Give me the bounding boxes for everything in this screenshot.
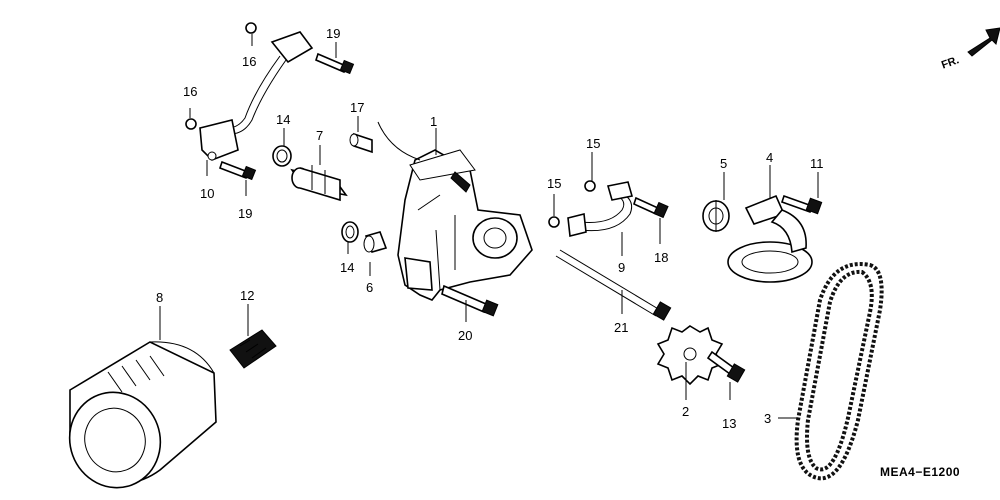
drawing-code: MEA4−E1200: [880, 465, 960, 479]
filter-stud-part[interactable]: [229, 329, 277, 369]
front-marker-label: FR.: [940, 54, 961, 71]
callout-15a: 15: [586, 136, 600, 151]
callout-13: 13: [722, 416, 736, 431]
callout-15b: 15: [547, 176, 561, 191]
callout-5: 5: [720, 156, 727, 171]
oil-strainer-part[interactable]: [727, 194, 813, 283]
callout-labels: 1 2 3 4 5 6 7 8 9 10 11 12 13 14 14 15 1…: [156, 26, 824, 431]
collar-part[interactable]: [363, 231, 388, 253]
callout-6: 6: [366, 280, 373, 295]
bolt-part[interactable]: [633, 196, 669, 219]
callout-1: 1: [430, 114, 437, 129]
oil-filter-part[interactable]: [56, 341, 217, 500]
drive-chain-part[interactable]: [794, 262, 884, 481]
o-ring-part[interactable]: [341, 221, 359, 243]
bolt-part[interactable]: [706, 350, 746, 383]
bolt-part[interactable]: [780, 194, 823, 215]
collar-part[interactable]: [290, 165, 348, 202]
callout-14b: 14: [340, 260, 354, 275]
oil-pipe-bracket-part[interactable]: [199, 31, 314, 161]
callout-3: 3: [764, 411, 771, 426]
callout-4: 4: [766, 150, 773, 165]
sprocket-part[interactable]: [656, 325, 724, 386]
leader-lines: [159, 34, 819, 419]
callout-16b: 16: [183, 84, 197, 99]
callout-21: 21: [614, 320, 628, 335]
front-direction-arrow-icon: FR.: [940, 27, 1000, 72]
callout-18: 18: [654, 250, 668, 265]
callout-9: 9: [618, 260, 625, 275]
o-ring-part[interactable]: [272, 145, 292, 167]
callout-19a: 19: [326, 26, 340, 41]
oil-pipe-part[interactable]: [567, 181, 634, 237]
bolt-part[interactable]: [218, 52, 355, 181]
callout-20: 20: [458, 328, 472, 343]
long-bolt-part[interactable]: [555, 249, 672, 321]
callout-14a: 14: [276, 112, 290, 127]
washer-part[interactable]: [185, 22, 257, 130]
callout-19b: 19: [238, 206, 252, 221]
callout-10: 10: [200, 186, 214, 201]
callout-8: 8: [156, 290, 163, 305]
bolt-part[interactable]: [441, 284, 499, 317]
callout-12: 12: [240, 288, 254, 303]
cap-part[interactable]: [702, 200, 730, 232]
oil-pump-part[interactable]: [377, 121, 533, 301]
washer-part[interactable]: [548, 180, 596, 228]
callout-17: 17: [350, 100, 364, 115]
dowel-pin-part[interactable]: [349, 132, 373, 154]
callout-2: 2: [682, 404, 689, 419]
callout-16a: 16: [242, 54, 256, 69]
callout-11: 11: [810, 156, 824, 171]
callout-7: 7: [316, 128, 323, 143]
